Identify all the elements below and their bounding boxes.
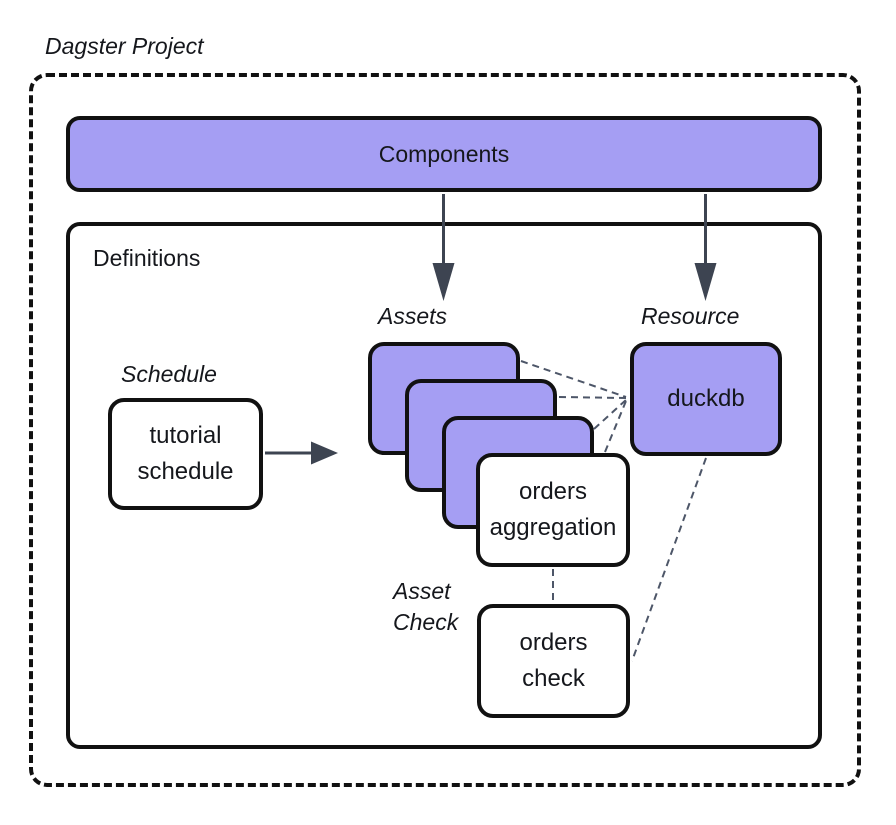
- orders-aggregation-label: orders aggregation: [489, 478, 617, 541]
- orders-aggregation-node: orders aggregation: [476, 453, 630, 567]
- assets-group-label: Assets: [378, 303, 448, 329]
- resource-group-label: Resource: [641, 303, 740, 329]
- orders-check-label: orders check: [519, 629, 588, 692]
- components-label: Components: [378, 140, 510, 167]
- project-title: Dagster Project: [45, 33, 204, 59]
- duckdb-label: duckdb: [667, 385, 745, 412]
- orders-check-node: orders check: [477, 604, 630, 718]
- definitions-label: Definitions: [93, 245, 201, 271]
- asset-check-group-label: Asset Check: [393, 578, 459, 635]
- components-node: Components: [66, 116, 822, 192]
- schedule-group-label: Schedule: [121, 361, 217, 387]
- dagster-project-boundary: [29, 73, 861, 787]
- tutorial-schedule-label: tutorial schedule: [137, 422, 234, 485]
- tutorial-schedule-node: tutorial schedule: [108, 398, 263, 510]
- duckdb-resource-node: duckdb: [630, 342, 782, 456]
